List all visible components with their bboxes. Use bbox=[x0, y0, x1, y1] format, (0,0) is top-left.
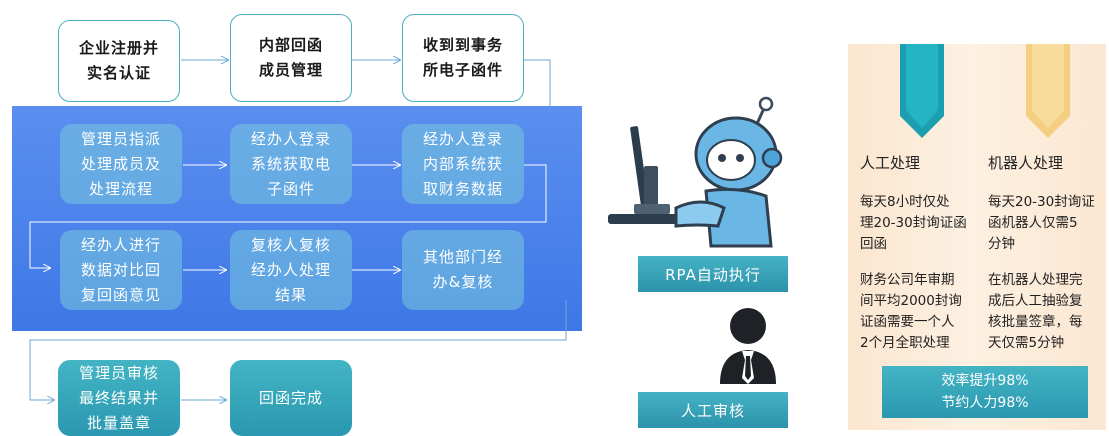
rpa-label: RPA自动执行 bbox=[638, 256, 788, 292]
robot-header: 机器人处理 bbox=[988, 154, 1064, 172]
step-receive-email: 收到到事务 所电子函件 bbox=[402, 14, 524, 102]
robot-icon bbox=[608, 96, 783, 248]
step-complete: 回函完成 bbox=[230, 360, 352, 436]
manual-row1: 每天8小时仅处 理20-30封询证函 回函 bbox=[860, 194, 967, 252]
step-final-approval: 管理员审核 最终结果并 批量盖章 bbox=[58, 360, 180, 436]
summary-labor: 节约人力98% bbox=[941, 395, 1029, 411]
comparison-table: 人工处理 机器人处理 每天8小时仅处 理20-30封询证函 回函 每天20-30… bbox=[848, 44, 1106, 430]
step-other-departments: 其他部门经 办&复核 bbox=[402, 230, 524, 310]
step-register: 企业注册并 实名认证 bbox=[58, 20, 180, 102]
gold-ribbon-icon bbox=[1026, 44, 1070, 138]
manual-row2: 财务公司年审期 间平均2000封询 证函需要一个人 2个月全职处理 bbox=[860, 272, 962, 351]
arrow-b9-b10 bbox=[29, 300, 567, 400]
robot-row2: 在机器人处理完 成后人工抽验复 核批量签章，每 天仅需5分钟 bbox=[988, 272, 1083, 351]
summary-banner: 效率提升98% 节约人力98% bbox=[882, 366, 1088, 418]
person-icon bbox=[720, 308, 776, 384]
step-member-management: 内部回函 成员管理 bbox=[230, 14, 352, 102]
arrow-b6-b7 bbox=[29, 164, 547, 268]
summary-efficiency: 效率提升98% bbox=[941, 373, 1029, 389]
manual-review-label: 人工审核 bbox=[638, 392, 788, 428]
step-fetch-financial-data: 经办人登录 内部系统获 取财务数据 bbox=[402, 124, 524, 204]
teal-ribbon-icon bbox=[900, 44, 944, 138]
manual-header: 人工处理 bbox=[860, 154, 921, 172]
step-fetch-email: 经办人登录 系统获取电 子函件 bbox=[230, 124, 352, 204]
step-review: 复核人复核 经办人处理 结果 bbox=[230, 230, 352, 310]
step-assign-members: 管理员指派 处理成员及 处理流程 bbox=[60, 124, 182, 204]
robot-row1: 每天20-30封询证 函机器人仅需5 分钟 bbox=[988, 194, 1095, 252]
step-compare-data: 经办人进行 数据对比回 复回函意见 bbox=[60, 230, 182, 310]
arrow-b3-down bbox=[524, 59, 551, 106]
